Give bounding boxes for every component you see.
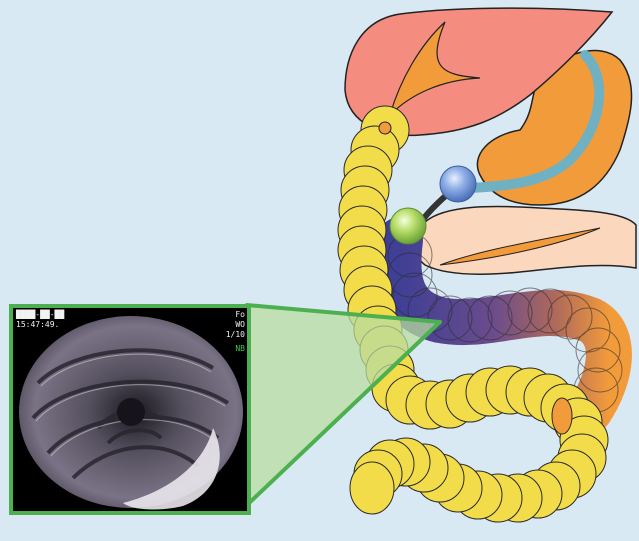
- osd-right-line-1: Fo: [235, 310, 245, 319]
- osd-right-line-2: WO: [235, 320, 245, 329]
- distal-balloon: [390, 208, 426, 244]
- lumen-opening: [552, 398, 572, 434]
- small-intestine-end: [350, 462, 394, 514]
- proximal-balloon: [440, 166, 476, 202]
- endoscopic-image: [13, 308, 247, 511]
- osd-patient-id: ████-██-██: [16, 310, 64, 319]
- bile-duct-opening: [379, 122, 391, 134]
- osd-timestamp: 15:47:49.: [16, 320, 59, 329]
- endoscopic-view: ████-██-██ 15:47:49. Fo WO 1/10 NB: [9, 304, 251, 515]
- osd-right-line-3: 1/10: [226, 330, 245, 339]
- osd-right-line-4: NB: [235, 344, 245, 353]
